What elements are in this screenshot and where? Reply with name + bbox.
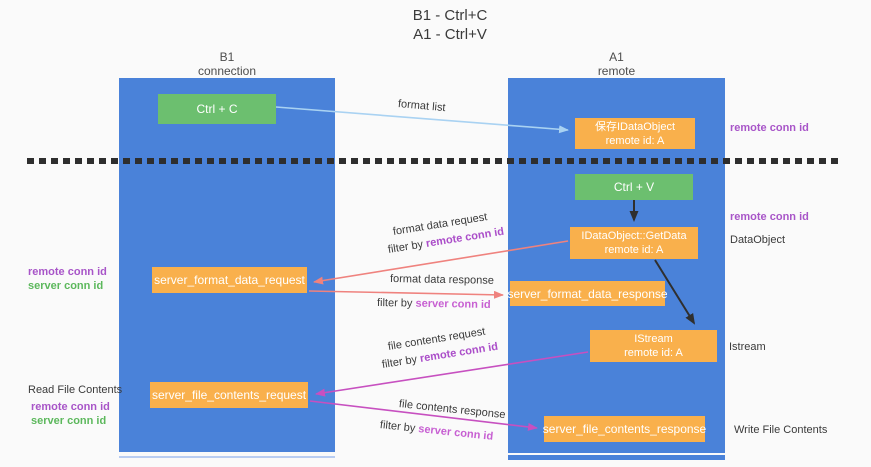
diagram-title: B1 - Ctrl+C A1 - Ctrl+V [320, 6, 580, 44]
label-format-list: format list [397, 98, 447, 115]
server-format-data-response-label: server_format_data_response [507, 286, 668, 301]
lane-header-a1: A1 remote [508, 50, 725, 78]
lane-a1-subtitle: remote [597, 64, 636, 78]
label-format-data-response-filter: filter by server conn id [377, 297, 491, 311]
server-conn-id-highlight-1: server conn id [415, 297, 491, 311]
store-dataobject-box: 保存IDataObject remote id: A [575, 118, 695, 149]
ctrl-v-label: Ctrl + V [613, 180, 655, 194]
lane-a1-title: A1 [609, 50, 624, 64]
server-format-data-request-label: server_format_data_request [154, 273, 305, 287]
left-remote-conn-id-1: remote conn id [28, 266, 107, 278]
istream-line1: IStream [634, 333, 673, 345]
istream-line2: remote id: A [624, 347, 683, 359]
server-conn-id-highlight-2: server conn id [417, 423, 494, 443]
label-file-contents-response-filter: filter by server conn id [379, 419, 493, 443]
getdata-box: IDataObject::GetData remote id: A [570, 227, 698, 259]
left-server-conn-id-2: server conn id [31, 415, 107, 427]
server-format-data-request-box: server_format_data_request [152, 267, 307, 293]
write-file-contents-label: Write File Contents [734, 424, 828, 436]
getdata-line2: remote id: A [604, 244, 664, 256]
label-format-data-response: format data response [389, 273, 495, 287]
right-remote-conn-id-top: remote conn id [730, 122, 809, 134]
ctrl-c-box: Ctrl + C [158, 94, 276, 124]
server-file-contents-response-label: server_file_contents_response [542, 422, 707, 436]
ctrl-c-label: Ctrl + C [196, 102, 238, 116]
lane-a1-bottom-strip [508, 455, 725, 460]
title-line-2: A1 - Ctrl+V [413, 26, 487, 43]
label-file-contents-response: file contents response [398, 398, 507, 422]
server-file-contents-request-box: server_file_contents_request [150, 382, 308, 408]
filter-by-text-2: filter by [376, 297, 416, 310]
left-remote-conn-id-2: remote conn id [31, 401, 110, 413]
istream-side-label: Istream [729, 341, 766, 353]
lane-b1-bottom-strip [119, 456, 335, 458]
right-remote-conn-id-mid: remote conn id [730, 211, 809, 223]
read-file-contents-label: Read File Contents [28, 384, 123, 396]
filter-by-text-4: filter by [379, 419, 419, 435]
phase-divider-dashed-line [27, 158, 842, 164]
dataobject-label: DataObject [730, 234, 786, 246]
arrow-format-data-response [308, 290, 504, 299]
title-line-1: B1 - Ctrl+C [412, 7, 488, 24]
server-file-contents-request-label: server_file_contents_request [151, 388, 307, 402]
filter-by-text-3: filter by [381, 353, 421, 371]
getdata-line1: IDataObject::GetData [581, 230, 687, 242]
istream-box: IStream remote id: A [590, 330, 717, 362]
left-server-conn-id-1: server conn id [28, 280, 104, 292]
lane-header-b1: B1 connection [119, 50, 335, 78]
server-file-contents-response-box: server_file_contents_response [542, 416, 707, 442]
store-dataobject-line1: 保存IDataObject [594, 120, 676, 133]
filter-by-text-1: filter by [387, 238, 427, 256]
store-dataobject-line2: remote id: A [605, 134, 665, 147]
lane-b1-subtitle: connection [197, 64, 257, 78]
server-format-data-response-box: server_format_data_response [507, 281, 668, 306]
ctrl-v-box: Ctrl + V [575, 174, 693, 200]
lane-b1-title: B1 [219, 50, 235, 64]
